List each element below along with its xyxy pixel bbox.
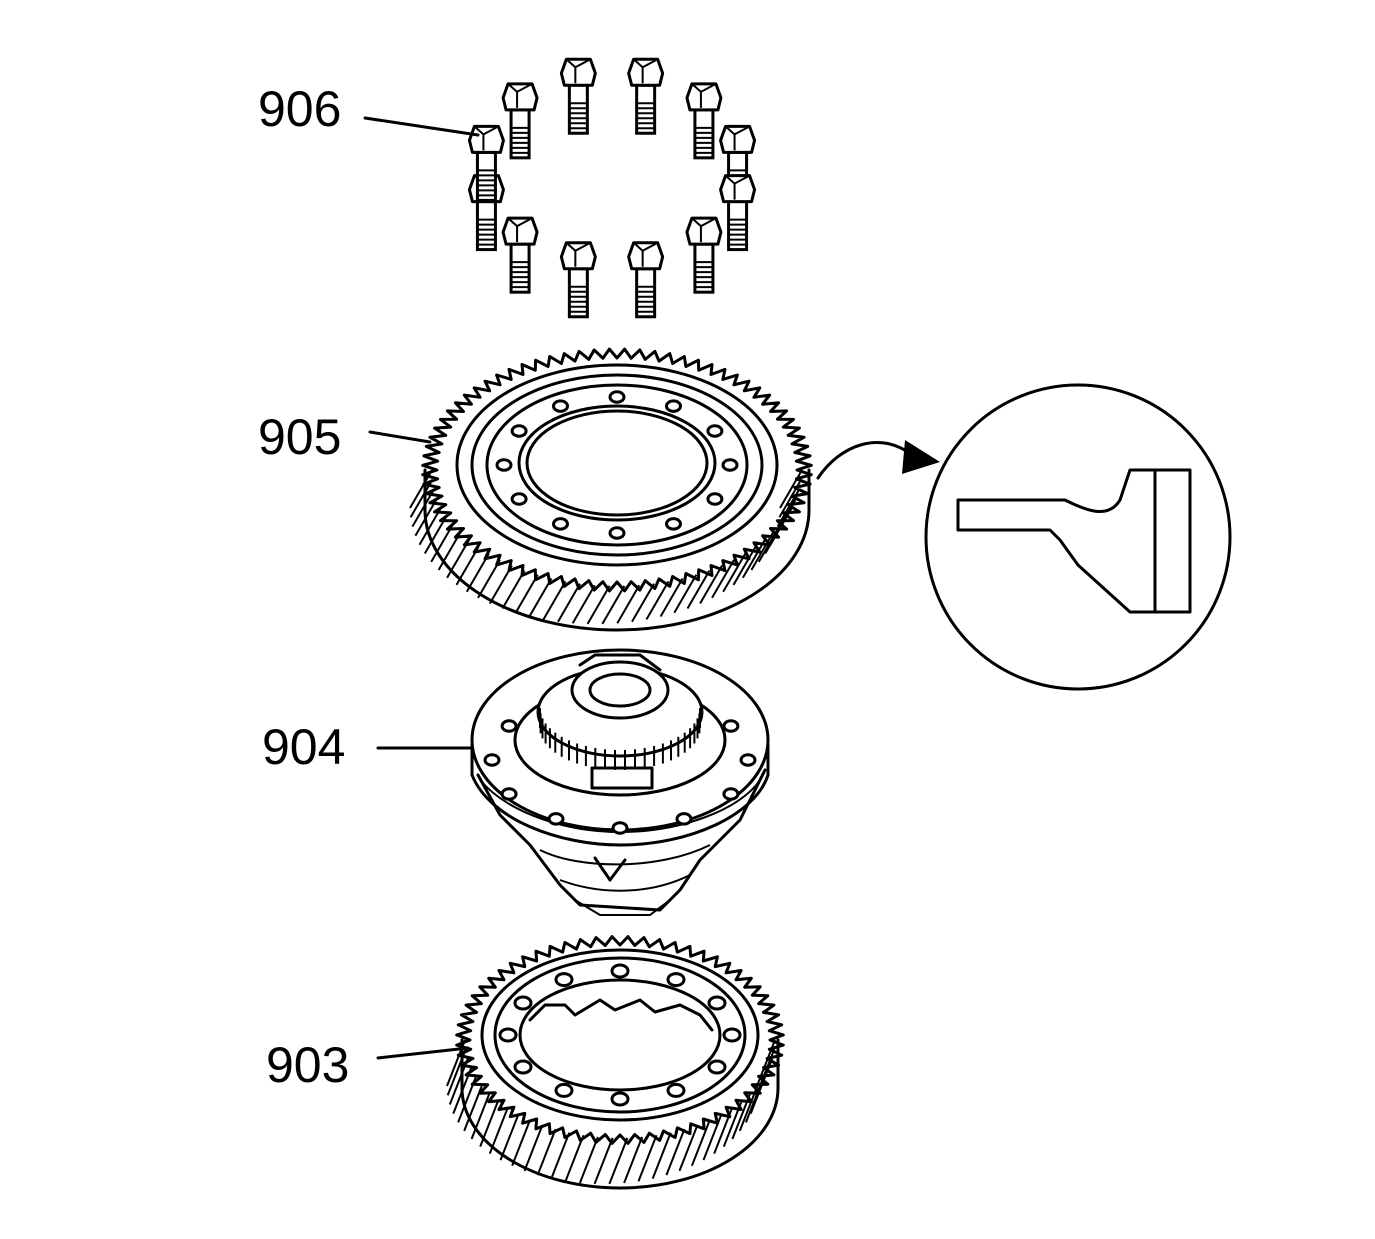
bolt (627, 241, 665, 319)
callout-903: 903 (266, 1037, 349, 1093)
output-gear (446, 935, 785, 1190)
ring-gear (409, 347, 813, 632)
bolt (559, 57, 597, 135)
tooth-profile-detail (816, 383, 1232, 691)
bolt (467, 124, 505, 202)
bolt (627, 57, 665, 135)
bolt (685, 82, 723, 160)
callout-906: 906 (258, 81, 341, 137)
bolt (501, 216, 539, 294)
bolt (685, 216, 723, 294)
callout-905: 905 (258, 409, 341, 465)
differential-case (470, 648, 770, 916)
bolt (501, 82, 539, 160)
leader-lines (363, 116, 480, 1060)
callout-904: 904 (262, 719, 345, 775)
bolt (559, 241, 597, 319)
bolt (719, 174, 757, 252)
bolt-group (467, 57, 757, 319)
